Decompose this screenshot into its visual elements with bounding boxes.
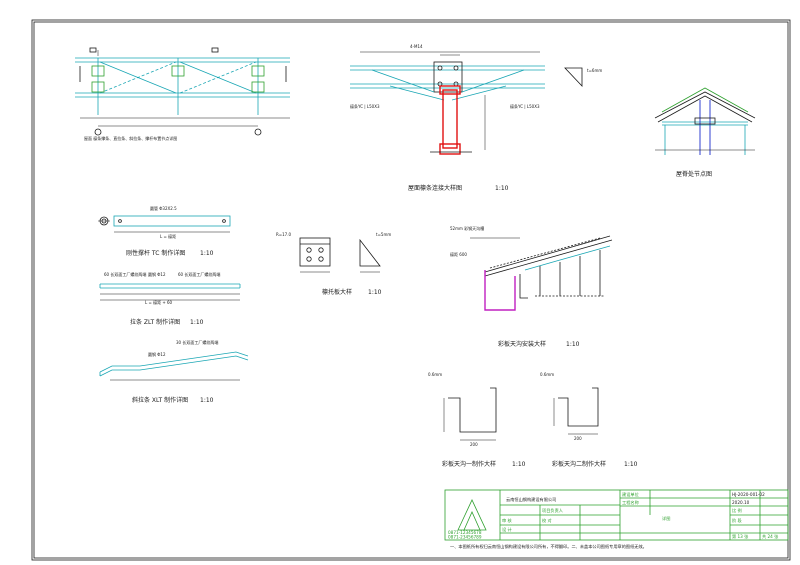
phone-2: 0871-23456789 — [448, 535, 482, 540]
sheet-number: 第 13 张 — [732, 533, 749, 540]
tc-caption: 刚性撑杆 TC 制作详图 — [126, 249, 185, 257]
gutter-install-scale: 1:10 — [566, 341, 580, 348]
tc-scale: 1:10 — [200, 250, 214, 257]
gutter-install-detail: 52mm 彩钢天沟槽 檩距 600 彩板天沟安装大样 1:10 — [450, 225, 613, 348]
tc-pipe-note: 圆管 Φ32X2.5 — [150, 205, 177, 211]
xlt-rod-detail: 30 长双面工厂螺纹两端 圆钢 Φ12 斜拉条 XLT 制作详图 1:10 — [99, 339, 249, 404]
scale-label: 比 例 — [732, 507, 742, 514]
gutter2-caption: 彩板天沟二制作大样 — [552, 460, 606, 468]
xlt-caption: 斜拉条 XLT 制作详图 — [132, 396, 188, 404]
gutter1-caption: 彩板天沟一制作大样 — [442, 460, 496, 468]
bracket-thk-note: t=5mm — [376, 232, 391, 237]
zlt-caption: 拉条 ZLT 制作详图 — [130, 318, 180, 326]
gutter-two-detail: 0.6mm 200 彩板天沟二制作大样 1:10 — [540, 372, 638, 468]
xlt-scale: 1:10 — [200, 397, 214, 404]
gutter2-scale: 1:10 — [624, 461, 638, 468]
purlin-left-note: 檩条YC | L50X3 — [350, 103, 380, 109]
plate-thk-note: t=6mm — [587, 68, 602, 73]
drawing-number: HJ-2020-001-02 — [732, 492, 765, 497]
xlt-thread-note: 30 长双面工厂螺纹两端 — [176, 339, 218, 345]
gutter-one-detail: 0.6mm 200 彩板天沟一制作大样 1:10 — [428, 372, 526, 468]
roof-bracing-caption: 屋面 檩条撑条、直拉条、斜拉条、撑杆布置节点详图 — [84, 135, 177, 141]
company-name: 云南恒山钢构建设有限公司 — [506, 496, 556, 503]
purlin-joint-caption: 屋面檩条连接大样图 — [408, 184, 462, 192]
drawing-date: 2020.10 — [732, 500, 750, 505]
tc-length-note: L = 檩距 — [160, 233, 176, 239]
purlin-joint-scale: 1:10 — [495, 185, 509, 192]
tb-row-1: 工程名称 — [622, 499, 639, 506]
gutter1-width: 200 — [470, 442, 478, 447]
gutter2-thk: 0.6mm — [540, 372, 554, 377]
zlt-rod-detail: 60 长双面工厂螺纹两端 圆钢 Φ12 60 长双面工厂螺纹两端 L = 檩距 … — [99, 271, 241, 326]
stage-label: 阶 段 — [732, 517, 743, 524]
zlt-scale: 1:10 — [190, 319, 204, 326]
phone-1: 0871-12345678 — [448, 530, 482, 535]
purlin-right-note: 檩条YC | L50X3 — [510, 103, 540, 109]
tb-row-3: 审 核 — [502, 517, 513, 524]
roof-bracing-elevation: 屋面 檩条撑条、直拉条、斜拉条、撑杆布置节点详图 — [75, 47, 290, 141]
zlt-thread-right: 60 长双面工厂螺纹两端 — [178, 271, 220, 277]
tb-row-4: 校 对 — [542, 517, 552, 524]
tc-strut-detail: 圆管 Φ32X2.5 L = 檩距 刚性撑杆 TC 制作详图 1:10 — [98, 205, 231, 257]
bracket-plate-detail: R=17.0 t=5mm 檩托板大样 1:10 — [276, 232, 391, 296]
gutter2-width: 200 — [574, 436, 582, 441]
gutter1-thk: 0.6mm — [428, 372, 442, 377]
zlt-length-note: L = 檩距 + 60 — [145, 299, 173, 305]
tb-row-5: 设 计 — [502, 526, 512, 533]
sheet-total: 共 24 张 — [762, 533, 779, 540]
gutter-install-caption: 彩板天沟安装大样 — [498, 340, 546, 348]
ridge-caption: 屋脊处节点图 — [676, 170, 712, 178]
bracket-caption: 檩托板大样 — [322, 288, 352, 296]
xlt-rod-note: 圆钢 Φ12 — [148, 351, 166, 357]
gutter-top-note: 52mm 彩钢天沟槽 — [450, 225, 484, 231]
drawing-content: 详图 — [662, 515, 670, 522]
sheet-border — [31, 19, 791, 561]
bracket-scale: 1:10 — [368, 289, 382, 296]
footer-note: 一、本图纸所有权归云南恒山钢构建设有限公司所有，不得翻印。二、未盖本公司图纸专用… — [450, 543, 647, 550]
sheet-inner-border — [33, 21, 789, 559]
ridge-detail: 屋脊处节点图 — [654, 87, 756, 178]
title-block: 云南恒山钢构建设有限公司 建设单位 工程名称 项目负责人 审 核 校 对 设 计… — [444, 489, 789, 541]
bolt-note: 4-M14 — [410, 44, 423, 49]
bracket-label: R=17.0 — [276, 232, 291, 237]
zlt-rod-note: 圆钢 Φ12 — [148, 271, 166, 277]
gutter1-scale: 1:10 — [512, 461, 526, 468]
purlin-joint-detail: 4-M14 t=6mm 檩条YC | L50X3 檩条YC | L50X3 屋面… — [350, 44, 602, 192]
zlt-thread-left: 60 长双面工厂螺纹两端 — [104, 271, 146, 277]
tb-row-2: 项目负责人 — [542, 507, 564, 514]
gutter-side-note: 檩距 600 — [450, 251, 467, 257]
tb-row-0: 建设单位 — [622, 491, 639, 498]
